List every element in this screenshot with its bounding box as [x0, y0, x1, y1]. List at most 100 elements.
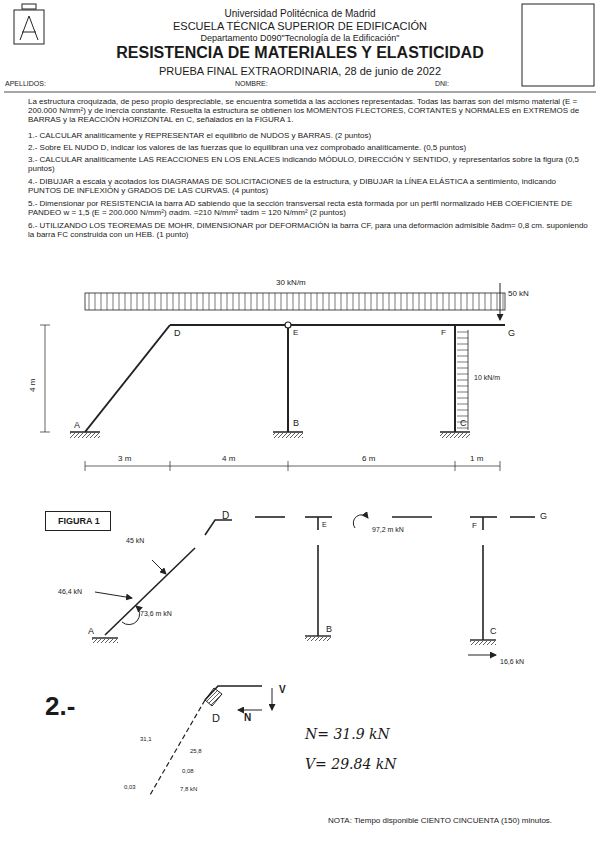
load-hatch	[305, 293, 306, 310]
load-hatch	[457, 404, 468, 405]
load-hatch	[185, 293, 186, 310]
load-hatch	[457, 386, 468, 387]
load-hatch	[221, 293, 222, 310]
force-label: 16,6 kN	[500, 658, 524, 666]
load-hatch	[101, 293, 102, 310]
load-hatch	[167, 293, 168, 310]
load-hatch	[263, 293, 264, 310]
load-hatch	[257, 293, 258, 310]
load-hatch	[173, 293, 174, 310]
dimension-label: 3 m	[118, 454, 131, 463]
moment-label: 97,2 m kN	[372, 526, 404, 534]
node-letter: F	[472, 521, 477, 530]
dimension-label: 4 m	[28, 379, 37, 392]
node-letter: D	[222, 510, 229, 522]
load-hatch	[431, 293, 432, 310]
node-letter: D	[212, 712, 220, 725]
load-hatch	[503, 293, 504, 310]
load-label: 50 kN	[508, 289, 529, 298]
load-hatch	[407, 293, 408, 310]
dimension-label: 6 m	[362, 454, 375, 463]
dimension-label: 4 m	[222, 454, 235, 463]
load-hatch	[143, 293, 144, 310]
load-hatch	[347, 293, 348, 310]
load-hatch	[329, 293, 330, 310]
load-hatch	[401, 293, 402, 310]
load-hatch	[179, 293, 180, 310]
load-hatch	[371, 293, 372, 310]
node-letter: C	[460, 418, 467, 428]
load-hatch	[161, 293, 162, 310]
load-hatch	[457, 410, 468, 411]
load-hatch	[149, 293, 150, 310]
load-hatch	[457, 380, 468, 381]
node-letter: F	[441, 328, 446, 337]
question-item: 4.- DIBUJAR a escala y acotados los DIAG…	[28, 177, 590, 195]
force-value: 0,08	[182, 768, 194, 775]
load-hatch	[413, 293, 414, 310]
load-hatch	[365, 293, 366, 310]
exam-subtitle: PRUEBA FINAL EXTRAORDINARIA, 28 de junio…	[130, 65, 470, 78]
load-hatch	[457, 368, 468, 369]
load-hatch	[155, 293, 156, 310]
load-hatch	[457, 344, 468, 345]
question-item: 2.- Sobre EL NUDO D, indicar los valores…	[28, 143, 590, 152]
load-hatch	[419, 293, 420, 310]
load-hatch	[191, 293, 192, 310]
force-value: 25,8	[190, 748, 202, 755]
load-hatch	[197, 293, 198, 310]
load-hatch	[437, 293, 438, 310]
force-letter: V	[279, 684, 286, 696]
load-hatch	[395, 293, 396, 310]
load-hatch	[389, 293, 390, 310]
question-number: 2.-	[45, 692, 75, 722]
load-hatch	[125, 293, 126, 310]
load-hatch	[227, 293, 228, 310]
load-hatch	[323, 293, 324, 310]
load-hatch	[215, 293, 216, 310]
load-hatch	[353, 293, 354, 310]
load-label: 30 kN/m	[276, 278, 306, 287]
exam-title: RESISTENCIA DE MATERIALES Y ELASTICIDAD	[40, 44, 560, 62]
load-hatch	[497, 293, 498, 310]
form-field: APELLIDOS:	[5, 80, 46, 88]
force-label: 45 kN	[126, 537, 144, 545]
force-letter: N	[244, 712, 251, 724]
load-hatch	[341, 293, 342, 310]
load-hatch	[209, 293, 210, 310]
load-hatch	[251, 293, 252, 310]
load-hatch	[95, 293, 96, 310]
load-hatch	[457, 338, 468, 339]
load-hatch	[425, 293, 426, 310]
load-hatch	[457, 362, 468, 363]
form-field: NOMBRE:	[235, 80, 268, 88]
load-hatch	[457, 416, 468, 417]
load-hatch	[281, 293, 282, 310]
load-hatch	[491, 293, 492, 310]
note-text: NOTA: Tiempo disponible CIENTO CINCUENTA…	[328, 816, 552, 825]
school-name: ESCUELA TÉCNICA SUPERIOR DE EDIFICACIÓN	[100, 20, 500, 33]
load-hatch	[335, 293, 336, 310]
node-letter: A	[74, 420, 80, 430]
load-hatch	[239, 293, 240, 310]
figure-caption: FIGURA 1	[58, 516, 98, 526]
load-hatch	[455, 293, 456, 310]
load-hatch	[457, 350, 468, 351]
node-letter: G	[540, 511, 547, 521]
load-hatch	[245, 293, 246, 310]
load-hatch	[89, 293, 90, 310]
load-hatch	[377, 293, 378, 310]
question-item: 5.- Dimensionar por RESISTENCIA la barra…	[28, 199, 590, 217]
load-hatch	[443, 293, 444, 310]
load-hatch	[233, 293, 234, 310]
question-item: 3.- CALCULAR analíticamente LAS REACCION…	[28, 155, 590, 173]
node-letter: G	[508, 328, 515, 338]
load-hatch	[457, 398, 468, 399]
moment-label: 73,6 m kN	[140, 610, 172, 618]
question-item: 1.- CALCULAR analíticamente y REPRESENTA…	[28, 131, 590, 140]
form-field: DNI:	[435, 80, 449, 88]
load-hatch	[457, 392, 468, 393]
node-letter: A	[88, 626, 94, 636]
force-value: 0,03	[124, 784, 136, 791]
